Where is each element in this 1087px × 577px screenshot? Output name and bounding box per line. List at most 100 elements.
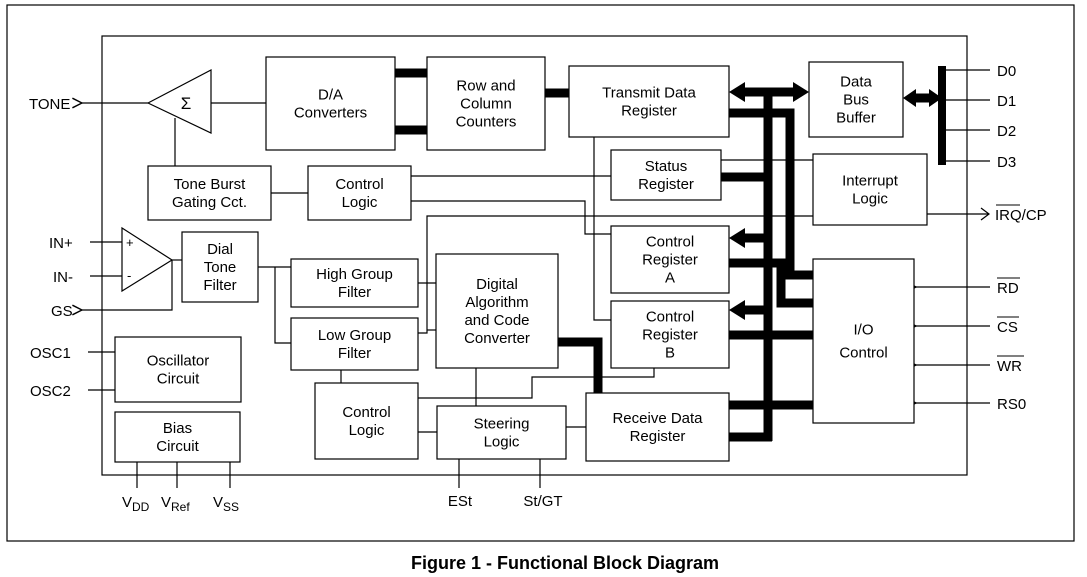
input-op-amp: + - [121, 226, 174, 293]
pin-wr: WR [997, 358, 1022, 375]
block-label-line: Low Group [318, 327, 391, 344]
pin-osc1: OSC1 [30, 345, 71, 362]
block-label-line: Counters [456, 114, 517, 131]
signal-wires [82, 69, 990, 488]
block-label-line: Algorithm [465, 294, 528, 311]
pin-d0: D0 [997, 63, 1016, 80]
sigma-symbol: Σ [181, 94, 192, 113]
block-label-line: Buffer [836, 110, 876, 127]
pin-tone: TONE [29, 96, 70, 113]
pin-rs0: RS0 [997, 396, 1026, 413]
block-outline [290, 258, 419, 308]
block-label-line: Register [642, 327, 698, 344]
pin-osc2: OSC2 [30, 383, 71, 400]
block-label-line: Logic [484, 434, 520, 451]
summing-amplifier: Σ [146, 69, 212, 134]
block-label-line: Interrupt [842, 173, 899, 190]
block-label-line: Filter [203, 277, 236, 294]
block-label-line: Register [621, 103, 677, 120]
block-outline [307, 165, 412, 221]
block-label-line: Circuit [157, 371, 200, 388]
data-buses [395, 66, 946, 442]
block-label-line: Control [646, 309, 694, 326]
block-label-line: Register [638, 176, 694, 193]
block-outline [435, 253, 559, 369]
block-label-line: Logic [349, 422, 385, 439]
minus-sign: - [127, 268, 131, 283]
pin-rd: RD [997, 280, 1019, 297]
block-label-line: Dial [207, 241, 233, 258]
block-label-line: Bias [163, 420, 192, 437]
outer-frame [6, 4, 1075, 542]
block-label-line: Control [839, 345, 887, 362]
block-label-line: Converters [294, 105, 367, 122]
chip-boundary [101, 35, 968, 476]
block-label-line: Tone Burst [174, 176, 247, 193]
block-label-line: High Group [316, 266, 393, 283]
block-outline [265, 56, 396, 151]
block-label-line: Converter [464, 330, 530, 347]
block-label-line: Row and [456, 78, 515, 95]
block-outline [585, 392, 730, 462]
block-outline [314, 382, 419, 460]
block-label-line: B [665, 345, 675, 362]
block-label-line: Transmit Data [602, 85, 696, 102]
block-label-line: Control [646, 234, 694, 251]
pin-vdd: VDD [122, 494, 150, 514]
block-label-line: Register [630, 428, 686, 445]
block-outline [147, 165, 272, 221]
block-outline [426, 56, 546, 151]
block-label-line: D/A [318, 87, 343, 104]
block-outline [114, 411, 241, 463]
pin-vss: VSS [213, 494, 239, 514]
block-label-line: Status [645, 158, 688, 175]
block-outline [808, 61, 904, 138]
block-label-line: Circuit [156, 438, 199, 455]
block-label-line: Filter [338, 345, 371, 362]
block-label-line: Control [335, 176, 383, 193]
pin-est: ESt [448, 493, 473, 510]
block-outline [436, 405, 567, 460]
block-label-line: Register [642, 252, 698, 269]
block-label-line: Tone [204, 259, 237, 276]
pin-d2: D2 [997, 123, 1016, 140]
block-outline [610, 149, 722, 201]
plus-sign: + [126, 235, 134, 250]
block-label-line: Filter [338, 284, 371, 301]
figure-caption: Figure 1 - Functional Block Diagram [411, 553, 719, 573]
block-label-line: Steering [474, 416, 530, 433]
block-label-line: Logic [852, 191, 888, 208]
